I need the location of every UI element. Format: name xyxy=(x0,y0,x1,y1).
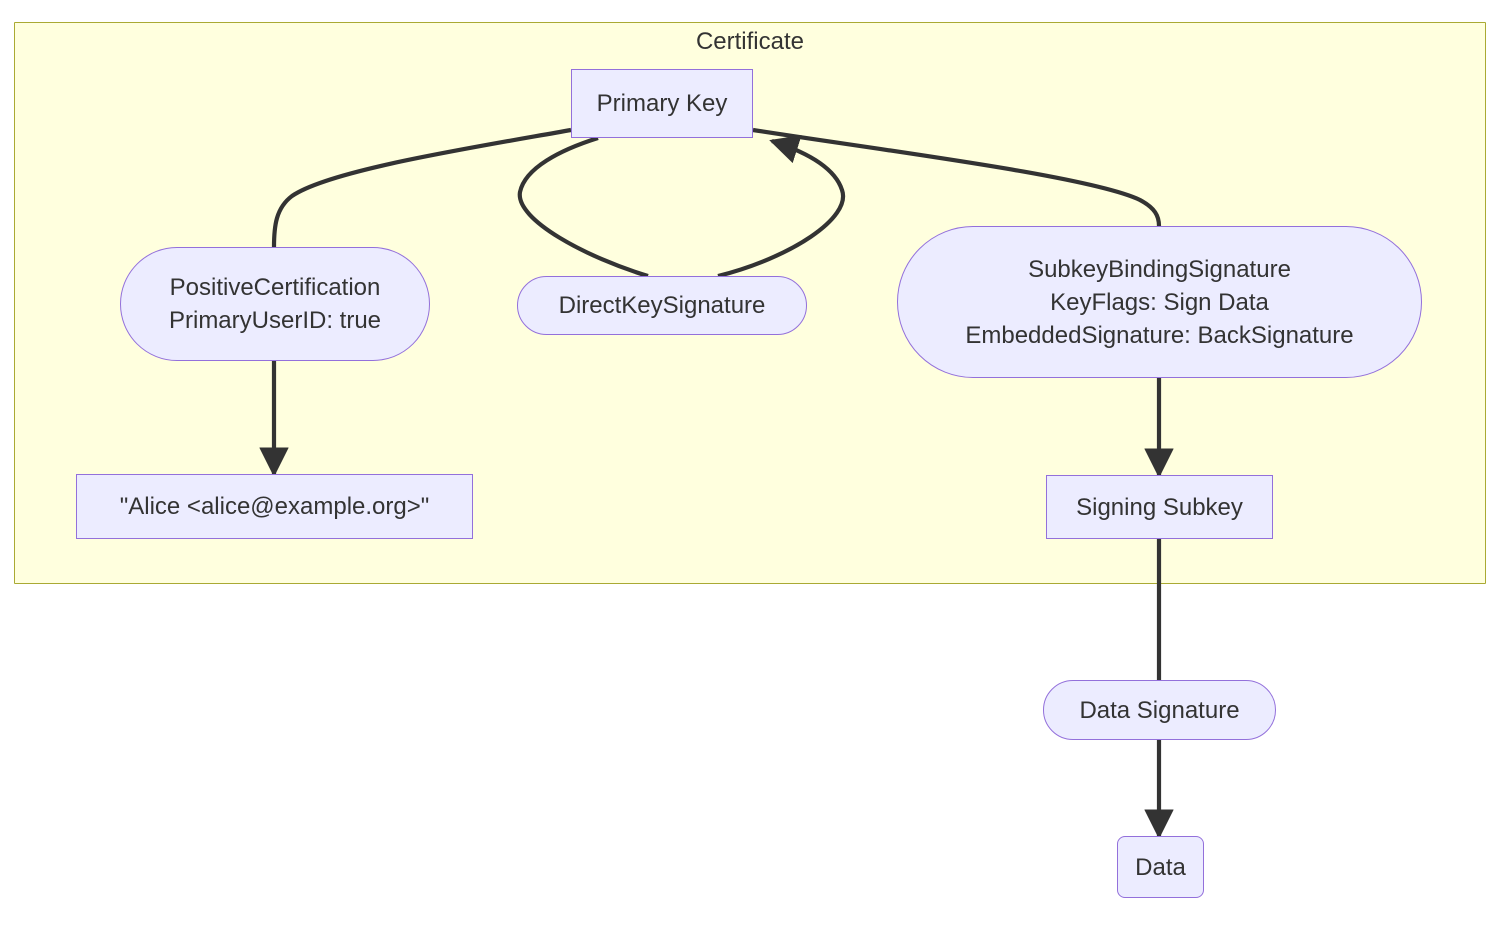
cluster-certificate-label: Certificate xyxy=(695,28,805,55)
node-user-id[interactable]: "Alice <alice@example.org>" xyxy=(76,474,473,539)
node-direct-key-signature[interactable]: DirectKeySignature xyxy=(517,276,807,335)
node-positive-certification[interactable]: PositiveCertification PrimaryUserID: tru… xyxy=(120,247,430,361)
node-data[interactable]: Data xyxy=(1117,836,1204,898)
node-data-signature[interactable]: Data Signature xyxy=(1043,680,1276,740)
node-subkey-binding-signature[interactable]: SubkeyBindingSignature KeyFlags: Sign Da… xyxy=(897,226,1422,378)
node-primary-key[interactable]: Primary Key xyxy=(571,69,753,138)
node-signing-subkey[interactable]: Signing Subkey xyxy=(1046,475,1273,539)
